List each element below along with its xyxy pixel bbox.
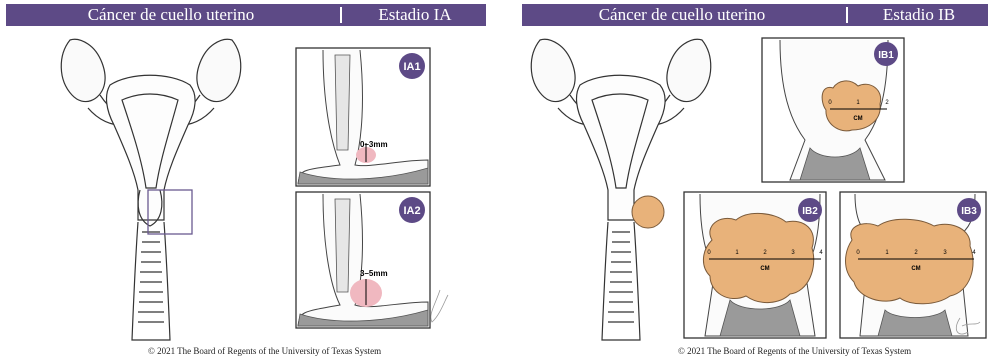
ib2-tick-2: 2 xyxy=(763,250,767,256)
left-copyright: © 2021 The Board of Regents of the Unive… xyxy=(148,346,381,356)
ib3-unit: CM xyxy=(911,266,920,272)
measure-ia1: 0–3mm xyxy=(360,140,388,149)
ib3-tick-2: 2 xyxy=(914,250,918,256)
badge-ib3-label: IB3 xyxy=(961,206,977,217)
ib2-tick-4: 4 xyxy=(819,250,823,256)
right-inset-labels: IB1 0 1 2 CM IB2 0 1 2 3 4 CM IB3 0 1 2 … xyxy=(490,0,993,345)
left-panel: Cáncer de cuello uterino Estadio IA xyxy=(0,0,490,362)
measure-ia2: 3–5mm xyxy=(360,269,388,278)
badge-ia2-label: IA2 xyxy=(403,205,420,217)
ib1-unit: CM xyxy=(853,116,862,122)
ib2-unit: CM xyxy=(760,266,769,272)
right-panel: Cáncer de cuello uterino Estadio IB xyxy=(490,0,993,362)
badge-ib2-label: IB2 xyxy=(802,206,818,217)
ib1-tick-2: 2 xyxy=(885,100,889,106)
ib1-tick-1: 1 xyxy=(856,100,860,106)
badge-ia1-label: IA1 xyxy=(403,61,420,73)
right-copyright: © 2021 The Board of Regents of the Unive… xyxy=(678,346,911,356)
ib1-tick-0: 0 xyxy=(828,100,832,106)
ib2-tick-0: 0 xyxy=(707,250,711,256)
ib3-tick-4: 4 xyxy=(972,250,976,256)
ib3-tick-0: 0 xyxy=(856,250,860,256)
badge-ib1-label: IB1 xyxy=(878,50,894,61)
ib3-tick-1: 1 xyxy=(885,250,889,256)
left-inset-labels: IA1 0–3mm IA2 3–5mm xyxy=(0,0,490,345)
ib2-tick-3: 3 xyxy=(791,250,795,256)
ib3-tick-3: 3 xyxy=(943,250,947,256)
ib2-tick-1: 1 xyxy=(735,250,739,256)
